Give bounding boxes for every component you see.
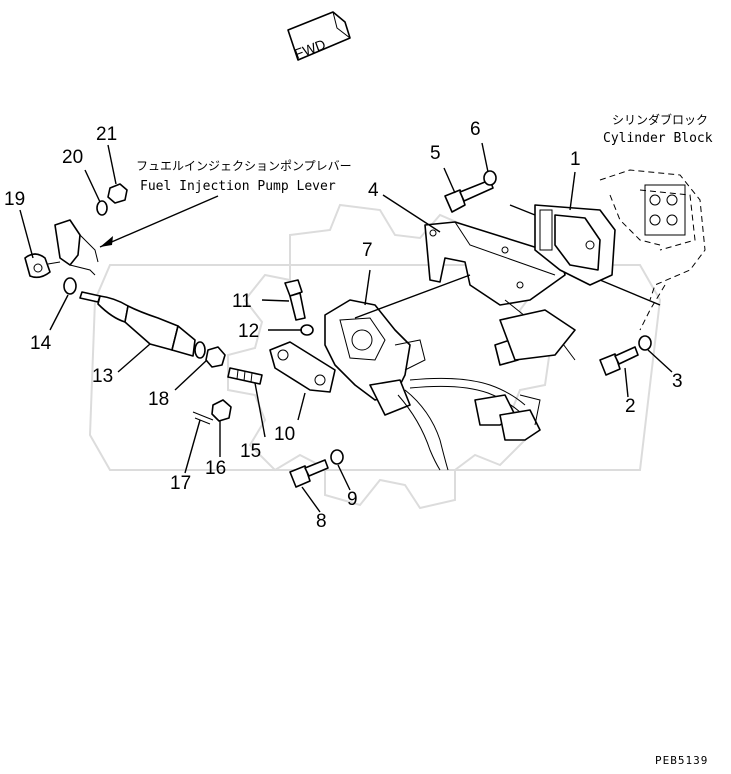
wiring-harness xyxy=(409,299,576,441)
callout-3: 3 xyxy=(672,371,683,392)
leader-lines xyxy=(19,142,673,513)
callout-15: 15 xyxy=(240,441,261,462)
callout-1: 1 xyxy=(570,149,581,170)
fuel-lever-label-en: Fuel Injection Pump Lever xyxy=(140,179,336,194)
cylinder-block-label-jp: シリンダブロック xyxy=(612,112,708,127)
callout-14: 14 xyxy=(30,333,52,354)
callout-numbers: 1 2 3 4 5 6 7 8 9 10 11 12 13 14 15 16 1… xyxy=(4,119,683,532)
fuel-lever-label-jp: フュエルインジェクションポンプレバー xyxy=(136,159,352,173)
mounting-plate xyxy=(509,204,661,306)
callout-11: 11 xyxy=(232,291,252,312)
governor-motor xyxy=(324,299,449,471)
callout-12: 12 xyxy=(238,321,259,342)
connector-bracket xyxy=(499,309,576,361)
callout-21: 21 xyxy=(96,124,117,145)
callout-8: 8 xyxy=(316,511,327,532)
callout-4: 4 xyxy=(368,180,379,201)
callout-5: 5 xyxy=(430,143,441,164)
small-parts xyxy=(63,170,652,488)
callout-2: 2 xyxy=(625,396,636,417)
callout-19: 19 xyxy=(4,189,25,210)
cylinder-block-detail xyxy=(644,184,686,236)
pump-lever xyxy=(54,219,99,276)
callout-20: 20 xyxy=(62,147,83,168)
callout-17: 17 xyxy=(170,473,191,494)
callout-7: 7 xyxy=(362,240,373,261)
callout-6: 6 xyxy=(470,119,481,140)
callout-16: 16 xyxy=(205,458,226,479)
rod-end xyxy=(24,253,61,279)
callout-18: 18 xyxy=(148,389,169,410)
callout-13: 13 xyxy=(92,366,113,387)
cylinder-block-label-en: Cylinder Block xyxy=(603,131,713,146)
cylinder-block xyxy=(599,169,706,331)
rod-assembly xyxy=(79,291,206,359)
fwd-arrow: FWD xyxy=(287,11,351,62)
callout-10: 10 xyxy=(274,424,295,445)
callout-9: 9 xyxy=(347,489,358,510)
drawing-code: PEB5139 xyxy=(655,754,708,767)
